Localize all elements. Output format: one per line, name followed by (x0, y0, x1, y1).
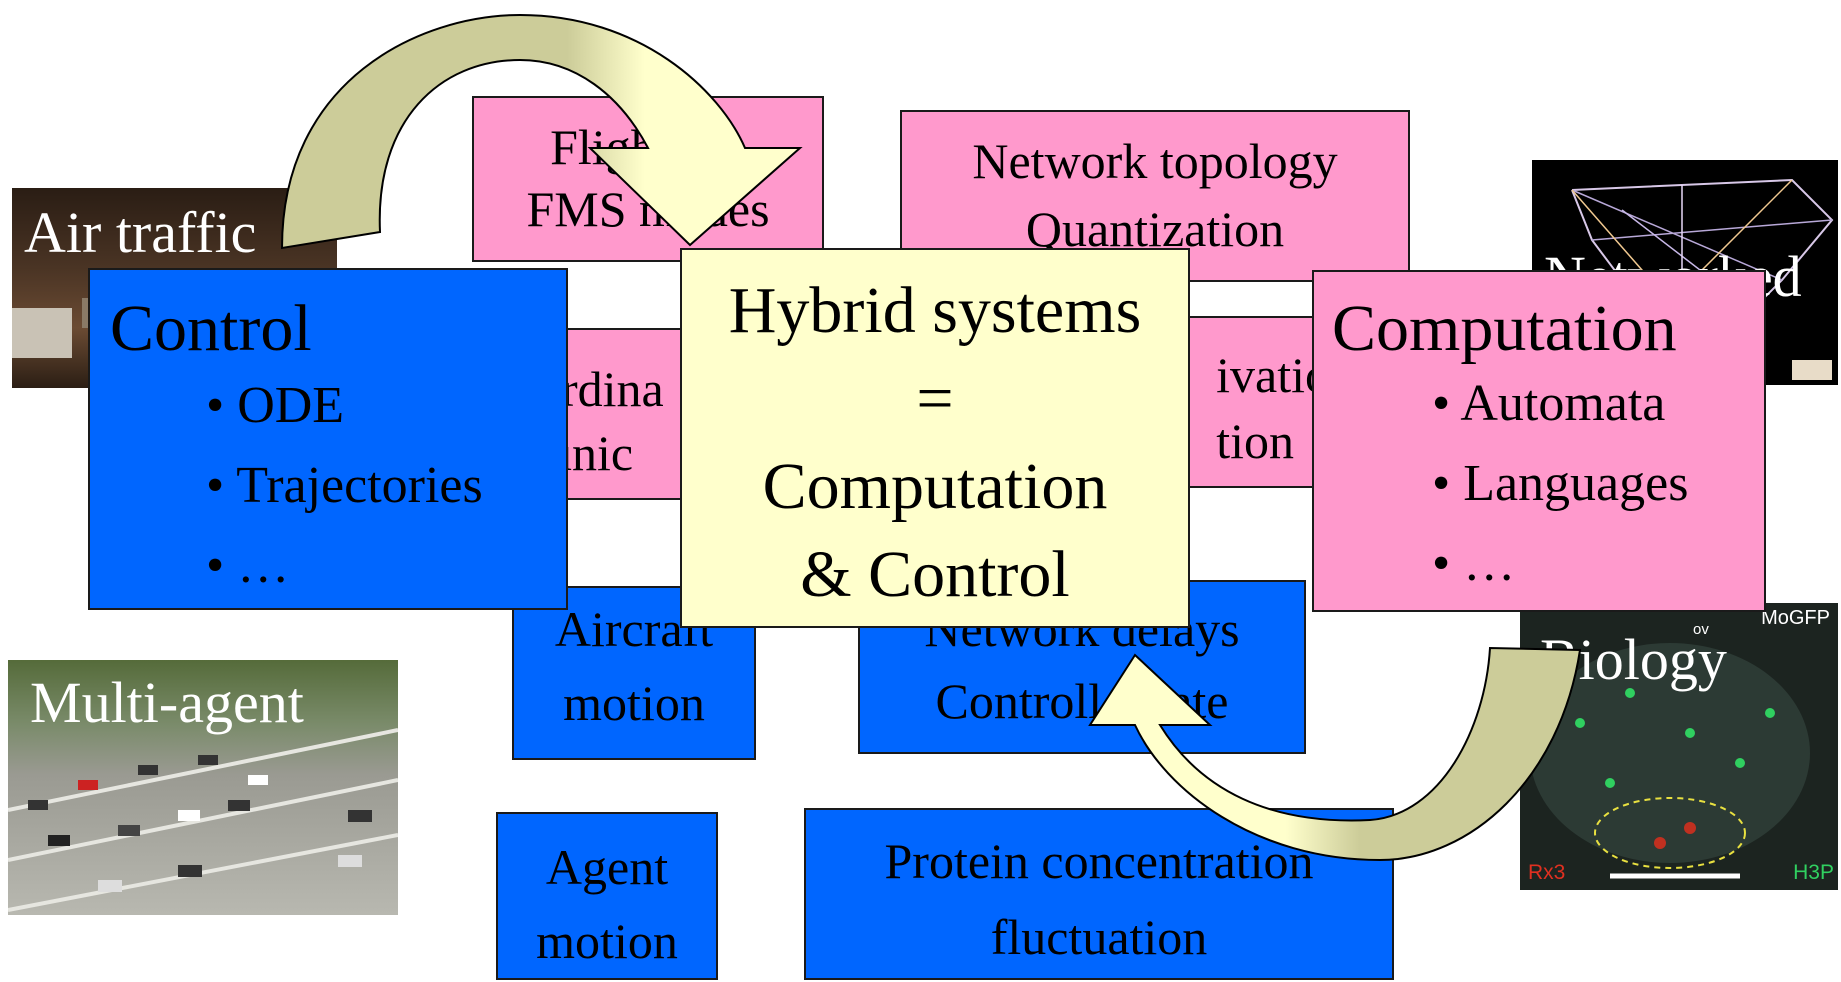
multi-agent-photo: Multi-agent (8, 660, 398, 915)
center-line-1: Hybrid systems (728, 274, 1142, 347)
flight-line-1: Flight ion (550, 119, 746, 175)
center-line-2: = (916, 362, 954, 435)
computation-item-automata: • Automata (1432, 375, 1666, 432)
air-traffic-label: Air traffic (24, 200, 257, 265)
highway-icon (8, 728, 398, 912)
aircraft-motion-box: Aircraft motion (512, 586, 756, 760)
multi-agent-label: Multi-agent (30, 670, 304, 735)
coordination-line-1: rdina (561, 361, 664, 417)
protein-line-2: fluctuation (990, 909, 1208, 965)
network-line-2: Quantization (1025, 201, 1285, 257)
center-line-4: & Control (800, 538, 1070, 611)
flight-modes-box: Flight ion FMS modes (472, 96, 824, 262)
computation-item-more: • … (1432, 535, 1516, 592)
agent-motion-box: Agent motion (496, 812, 718, 980)
control-box: Control • ODE • Trajectories • … (88, 268, 568, 610)
center-line-3: Computation (762, 450, 1108, 523)
network-line-1: Network topology (972, 133, 1338, 189)
rx3-label: Rx3 (1528, 861, 1566, 884)
agent-line-1: Agent (545, 839, 669, 895)
h3p-label: H3P (1793, 861, 1834, 884)
biology-photo: MoGFP ov Rx3 H3P Biology (1520, 603, 1838, 890)
computation-item-languages: • Languages (1432, 455, 1689, 512)
computation-box: Computation • Automata • Languages • … (1312, 270, 1766, 612)
flight-line-2: FMS modes (526, 181, 770, 237)
activation-line-1: ivatio (1216, 347, 1330, 403)
console-shape (12, 308, 72, 358)
control-title: Control (110, 292, 312, 365)
ov-label: ov (1693, 621, 1709, 638)
mogfp-label: MoGFP (1761, 607, 1830, 629)
protein-box: Protein concentration fluctuation (804, 808, 1394, 980)
delays-line-2: Controller rate (935, 673, 1229, 729)
microscopy-icon (1530, 643, 1810, 879)
aircraft-line-2: motion (563, 675, 705, 731)
biology-label: Biology (1540, 627, 1727, 692)
hybrid-systems-box: Hybrid systems = Computation & Control (680, 248, 1190, 628)
activation-line-2: tion (1216, 413, 1294, 469)
control-item-more: • … (206, 537, 290, 594)
agent-line-2: motion (536, 913, 678, 969)
computation-title: Computation (1332, 292, 1677, 365)
control-item-ode: • ODE (206, 377, 345, 434)
protein-line-1: Protein concentration (884, 833, 1314, 889)
control-item-trajectories: • Trajectories (206, 457, 483, 514)
